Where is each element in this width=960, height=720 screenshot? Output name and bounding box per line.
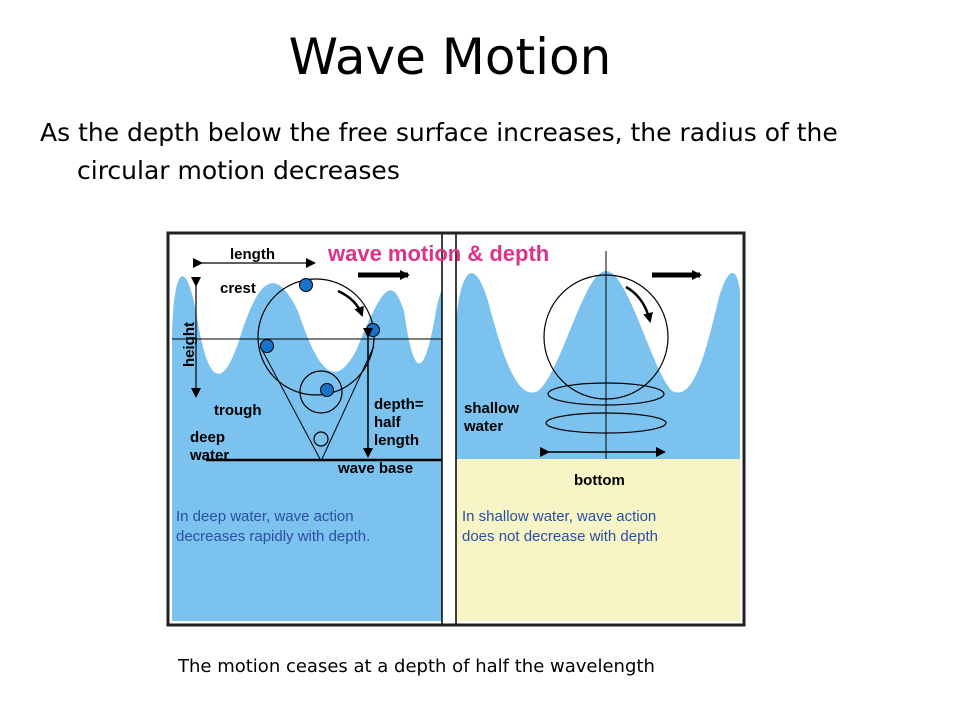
label-wave-base: wave base [337,460,413,477]
label-crest: crest [220,280,256,297]
slide-bullet: As the depth below the free surface incr… [40,114,910,190]
shallow-water-panel: shallow water bottom In shallow water, w… [456,251,740,621]
shallow-orbit-arrow-icon [625,285,653,323]
diagram-title: wave motion & depth [327,241,549,266]
sea-bottom [456,459,740,621]
note-deep-2: decreases rapidly with depth. [176,528,370,545]
label-trough: trough [214,402,261,419]
diagram-canvas: length crest height trough deep water de… [166,231,746,627]
particle-icon [366,323,380,337]
slide-title: Wave Motion [288,28,612,86]
ellipse-orbit-1 [547,382,665,406]
deep-water-body [172,276,448,621]
note-shallow-1: In shallow water, wave action [462,508,656,525]
orbit-circle-small [313,431,329,447]
label-deep-2: water [189,447,229,464]
particle-icon [299,278,313,292]
orbit-circle-medium [299,370,343,414]
wave-motion-diagram: length crest height trough deep water de… [166,231,746,632]
shallow-water-body [456,271,740,459]
label-depth-2: half [374,414,402,431]
panel-divider [442,233,456,625]
ellipse-orbit-2 [545,412,667,434]
decay-cone-left [259,345,321,460]
bullet-line-1: As the depth below the free surface incr… [40,118,838,147]
label-length: length [230,246,275,263]
label-depth-3: length [374,432,419,449]
caption: The motion ceases at a depth of half the… [178,656,655,677]
label-height: height [181,322,198,367]
orbit-arrow-icon [337,289,364,317]
note-shallow-2: does not decrease with depth [462,528,658,545]
label-bottom: bottom [574,472,625,489]
note-deep-1: In deep water, wave action [176,508,354,525]
shallow-orbit-circle [543,274,669,400]
diagram-frame [166,231,746,627]
label-shallow-1: shallow [464,400,519,417]
orbit-circle-large [257,278,375,396]
label-depth-1: depth= [374,396,424,413]
label-deep-1: deep [190,429,225,446]
label-shallow-2: water [463,418,503,435]
deep-water-panel: length crest height trough deep water de… [172,246,448,621]
particle-icon [320,383,334,397]
particle-icon [260,339,274,353]
bullet-line-2: circular motion decreases [77,156,400,185]
